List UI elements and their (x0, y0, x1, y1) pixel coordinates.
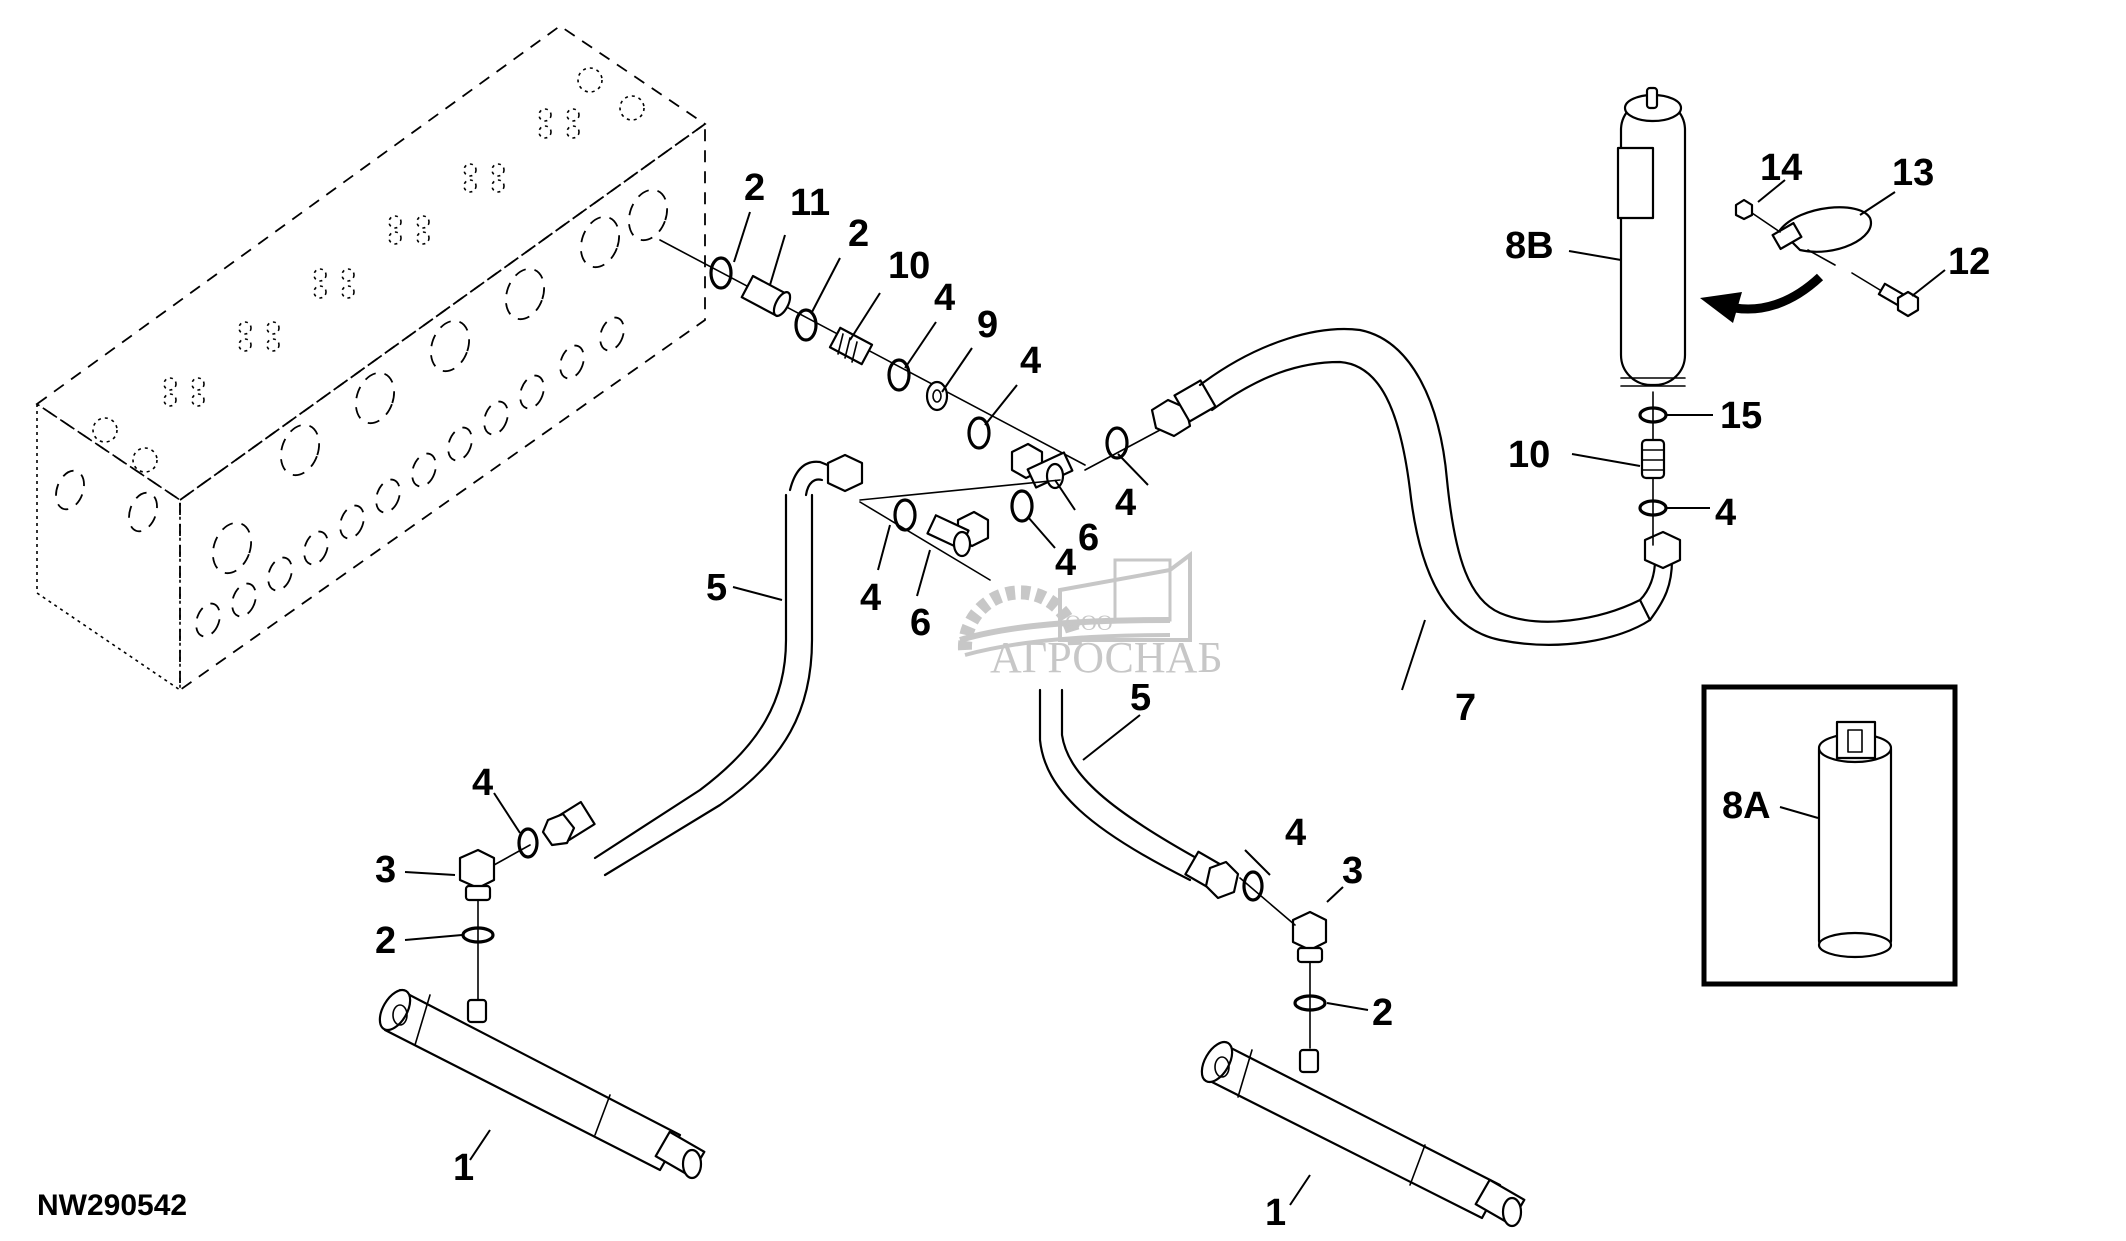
callout-8a: 8A (1722, 785, 1771, 827)
hose-5-right (1038, 688, 1240, 900)
callout-11: 11 (790, 182, 830, 224)
callouts: 2 11 2 10 4 9 4 4 6 4 4 6 5 5 7 8B 14 13… (375, 147, 1990, 1234)
callout-1: 1 (453, 1147, 474, 1189)
upper-fitting-chain (659, 239, 1161, 581)
callout-12: 12 (1948, 241, 1990, 283)
callout-4: 4 (860, 577, 881, 619)
callout-14: 14 (1760, 147, 1802, 189)
figure-id: NW290542 (37, 1189, 187, 1222)
o-ring-4a (887, 358, 911, 392)
adapter-fitting-10 (828, 326, 874, 366)
callout-2: 2 (744, 167, 765, 209)
callout-7: 7 (1455, 687, 1476, 729)
hose-nut (1643, 530, 1682, 570)
callout-10: 10 (888, 245, 930, 287)
callout-3: 3 (375, 849, 396, 891)
hose-nut (1150, 398, 1192, 438)
tee-fitting-6-lower (926, 510, 990, 558)
callout-9: 9 (977, 304, 998, 346)
callout-4: 4 (1285, 812, 1306, 854)
callout-4: 4 (1715, 492, 1736, 534)
watermark-company: АГРОСНАБ (990, 633, 1223, 682)
hose-nut (541, 812, 576, 847)
o-ring-2-left (461, 926, 495, 944)
callout-4: 4 (472, 762, 493, 804)
clamp-13 (1771, 206, 1873, 253)
callout-10: 10 (1508, 434, 1550, 476)
nut-14 (1734, 198, 1754, 221)
o-ring-4-right-cyl (1242, 870, 1264, 902)
watermark-logo: ООО АГРОСНАБ (957, 551, 1223, 682)
inset-8a (1701, 684, 1958, 987)
o-ring-4e (1010, 489, 1034, 523)
accumulator-8b (1616, 86, 1687, 387)
restrictor-9 (925, 380, 949, 412)
hose-5-left (541, 453, 864, 877)
callout-4: 4 (1115, 482, 1136, 524)
o-ring-2b (794, 308, 818, 342)
elbow-3-right (1291, 910, 1328, 952)
hose-nut (1204, 860, 1240, 900)
bolt-12 (1877, 282, 1920, 318)
o-ring-4-left-cyl (517, 827, 539, 859)
tee-fitting-6-upper (1010, 442, 1074, 490)
callout-15: 15 (1720, 395, 1762, 437)
o-ring-4b (967, 416, 991, 450)
adapter-fitting-10b (1640, 438, 1666, 480)
callout-4: 4 (1020, 340, 1041, 382)
o-ring-4d (893, 498, 917, 532)
hose-nut (826, 453, 864, 493)
manifold-block (35, 24, 707, 692)
o-ring-2a (709, 256, 733, 290)
callout-8b: 8B (1505, 225, 1554, 267)
inset-frame (1701, 684, 1958, 987)
callout-1: 1 (1265, 1192, 1286, 1234)
callout-2: 2 (848, 213, 869, 255)
callout-3: 3 (1342, 850, 1363, 892)
callout-4: 4 (934, 277, 955, 319)
callout-6: 6 (910, 602, 931, 644)
callout-5: 5 (706, 567, 727, 609)
callout-6: 6 (1078, 517, 1099, 559)
callout-2: 2 (1372, 992, 1393, 1034)
callout-5: 5 (1130, 677, 1151, 719)
o-ring-2-right (1293, 994, 1327, 1012)
manifold-ports (55, 67, 669, 638)
adapter-fitting-11 (740, 274, 792, 318)
o-ring-4c (1105, 426, 1129, 460)
leader-lines (404, 179, 1946, 1206)
callout-2: 2 (375, 920, 396, 962)
callout-4: 4 (1055, 542, 1076, 584)
callout-13: 13 (1892, 152, 1934, 194)
cylinder-1-left (378, 827, 706, 1180)
install-arrow (1700, 273, 1824, 323)
watermark-prefix: ООО (1065, 610, 1113, 635)
hose-7 (1150, 328, 1682, 646)
cylinder-1-right (1200, 870, 1526, 1228)
elbow-3-left (458, 848, 496, 890)
